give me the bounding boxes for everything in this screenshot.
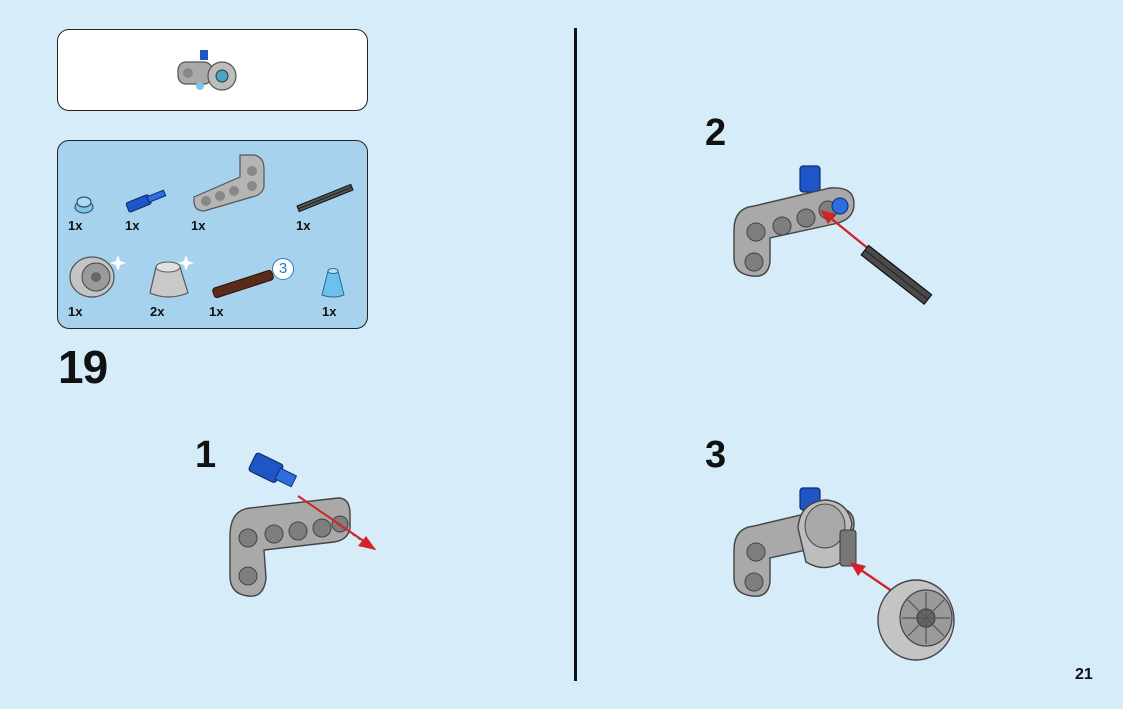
gray-cone-icon (146, 253, 198, 303)
brown-axle-icon (208, 267, 278, 301)
sub-step-2-label: 2 (705, 112, 726, 155)
light-blue-round-plate-icon (72, 193, 96, 215)
sub-step-3-label: 3 (705, 434, 726, 477)
black-axle-icon (294, 183, 356, 213)
part-qty: 1x (125, 218, 139, 233)
part-qty: 1x (209, 304, 223, 319)
sub-step-1-illustration (226, 444, 386, 604)
assembly-preview-box (57, 29, 368, 111)
part-qty: 1x (322, 304, 336, 319)
step-number: 19 (58, 340, 107, 394)
part-qty: 1x (296, 218, 310, 233)
blue-axle-pin-icon (124, 185, 170, 215)
callout-step-badge: 3 (272, 258, 294, 280)
trans-blue-cone-icon (320, 265, 348, 301)
assembled-subassembly-image (170, 42, 250, 102)
part-qty: 2x (150, 304, 164, 319)
page-divider (574, 28, 577, 681)
sub-step-2-illustration (730, 160, 940, 310)
part-qty: 1x (68, 218, 82, 233)
sub-step-3-illustration (730, 484, 970, 664)
sub-step-1-label: 1 (195, 434, 216, 477)
part-qty: 1x (68, 304, 82, 319)
wheel-rim-icon (66, 251, 122, 301)
part-qty: 1x (191, 218, 205, 233)
page-number: 21 (1075, 666, 1093, 684)
parts-list-box: 1x 1x 1x 1x 1x 2x 1x (57, 140, 368, 329)
gray-l-beam-icon (190, 151, 270, 215)
